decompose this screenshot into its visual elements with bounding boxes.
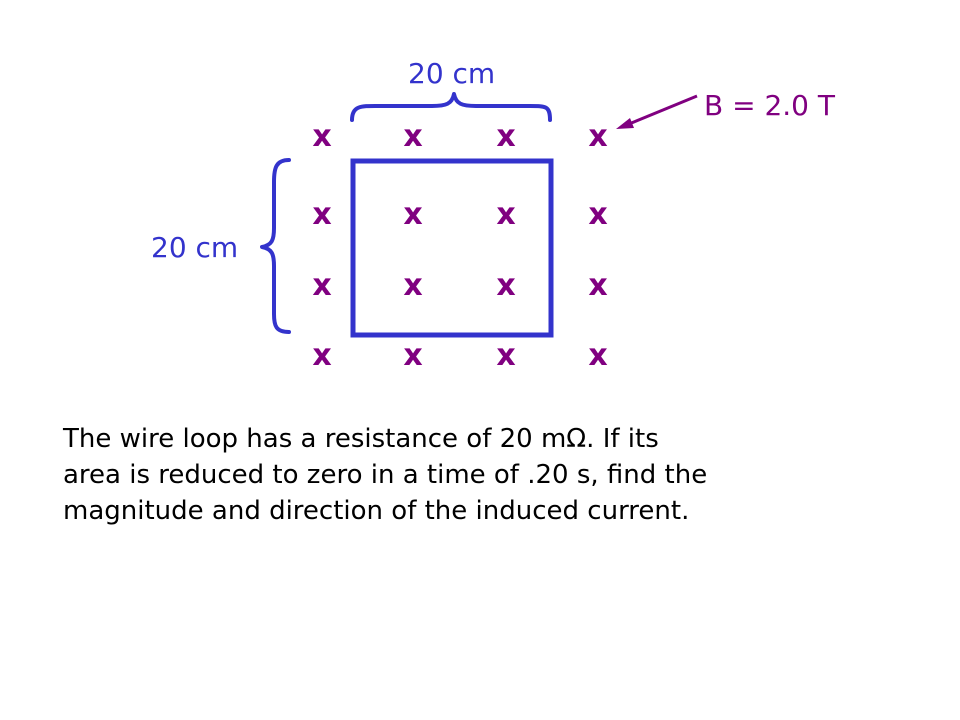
field-x-mark: x <box>403 338 423 373</box>
side-dimension-brace <box>260 158 291 334</box>
field-x-mark: x <box>312 268 332 303</box>
side-dimension-label: 20 cm <box>151 231 239 264</box>
problem-line: area is reduced to zero in a time of .20… <box>63 460 708 490</box>
field-pointer-line <box>623 94 698 128</box>
field-pointer-arrowhead <box>616 118 634 129</box>
magnetic-field-label: B = 2.0 T <box>704 89 836 122</box>
problem-line: magnitude and direction of the induced c… <box>63 496 690 526</box>
field-x-mark: x <box>496 268 516 303</box>
field-x-mark: x <box>496 197 516 232</box>
top-dimension-label: 20 cm <box>408 57 496 90</box>
field-x-mark: x <box>588 268 608 303</box>
top-dimension-brace <box>350 92 552 122</box>
field-x-mark: x <box>588 338 608 373</box>
field-x-mark: x <box>496 119 516 154</box>
field-x-mark: x <box>588 119 608 154</box>
problem-line: The wire loop has a resistance of 20 mΩ.… <box>63 424 659 454</box>
field-x-mark: x <box>312 338 332 373</box>
field-x-mark: x <box>403 119 423 154</box>
field-x-mark: x <box>403 197 423 232</box>
field-x-mark: x <box>588 197 608 232</box>
wire-loop <box>350 158 554 338</box>
field-x-mark: x <box>312 197 332 232</box>
field-x-mark: x <box>312 119 332 154</box>
problem-statement: The wire loop has a resistance of 20 mΩ.… <box>63 421 923 529</box>
field-x-mark: x <box>496 338 516 373</box>
field-x-mark: x <box>403 268 423 303</box>
